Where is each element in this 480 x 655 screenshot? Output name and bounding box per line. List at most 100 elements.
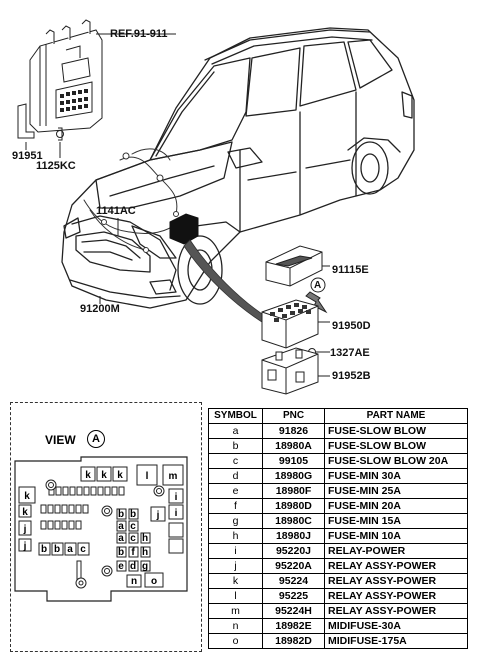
part-name-cell: FUSE-SLOW BLOW xyxy=(324,423,468,439)
part-name-cell: FUSE-SLOW BLOW xyxy=(324,438,468,454)
table-header-row: SYMBOL PNC PART NAME xyxy=(208,408,468,424)
pnc-cell: 95220J xyxy=(262,543,325,559)
pnc-cell: 18980F xyxy=(262,483,325,499)
fuse-slot-label: b xyxy=(54,544,60,555)
callout-91115e: 91115E xyxy=(332,264,369,276)
fuse-slot-label: b xyxy=(118,509,124,520)
symbol-cell: m xyxy=(208,603,263,619)
symbol-cell: o xyxy=(208,633,263,649)
pnc-cell: 18980C xyxy=(262,513,325,529)
fuse-slot-label: n xyxy=(131,576,137,587)
symbol-cell: b xyxy=(208,438,263,454)
pnc-cell: 18982D xyxy=(262,633,325,649)
fuse-slot-label: o xyxy=(151,576,157,587)
part-name-cell: RELAY-POWER xyxy=(324,543,468,559)
symbol-cell: n xyxy=(208,618,263,634)
fuse-slot-label: a xyxy=(118,533,124,544)
symbol-cell: k xyxy=(208,573,263,589)
fuse-slot-label: b xyxy=(130,509,136,520)
callout-1141ac: 1141AC xyxy=(96,205,136,217)
pnc-cell: 91826 xyxy=(262,423,325,439)
fuse-slot-label: i xyxy=(175,508,178,519)
symbol-cell: e xyxy=(208,483,263,499)
fuse-slot-label: k xyxy=(101,470,107,481)
fuse-slot-label: k xyxy=(24,491,30,502)
symbol-cell: l xyxy=(208,588,263,604)
part-name-cell: FUSE-MIN 10A xyxy=(324,528,468,544)
fuse-slot-label: j xyxy=(156,510,160,521)
fuse-slot-label: m xyxy=(169,471,178,482)
pnc-cell: 18980D xyxy=(262,498,325,514)
part-name-cell: RELAY ASSY-POWER xyxy=(324,573,468,589)
column-header-symbol: SYMBOL xyxy=(208,408,263,424)
fuse-slot-label: i xyxy=(175,492,178,503)
fuse-slot-label: k xyxy=(22,507,28,518)
part-name-cell: FUSE-MIN 30A xyxy=(324,468,468,484)
view-title: VIEW xyxy=(45,433,76,447)
fuse-slot-label: j xyxy=(23,524,27,535)
fuse-slot-label: b xyxy=(118,547,124,558)
fuse-slot-label: c xyxy=(130,533,136,544)
callout-1125kc: 1125KC xyxy=(36,160,76,172)
fuse-slot-label: j xyxy=(23,541,27,552)
part-name-cell: MIDIFUSE-30A xyxy=(324,618,468,634)
symbol-cell: h xyxy=(208,528,263,544)
part-name-cell: RELAY ASSY-POWER xyxy=(324,588,468,604)
vehicle-illustration xyxy=(17,19,415,395)
part-name-cell: FUSE-MIN 20A xyxy=(324,498,468,514)
pnc-cell: 18982E xyxy=(262,618,325,634)
part-name-cell: RELAY ASSY-POWER xyxy=(324,603,468,619)
view-a-marker: A xyxy=(314,280,322,291)
pnc-cell: 18980A xyxy=(262,438,325,454)
fuse-slot-label: h xyxy=(142,533,148,544)
fuse-slot-label: f xyxy=(131,547,135,558)
pnc-cell: 95224 xyxy=(262,573,325,589)
fuse-slot-label: d xyxy=(130,561,136,572)
symbol-cell: f xyxy=(208,498,263,514)
fuse-slot-label: c xyxy=(130,521,136,532)
pnc-cell: 95224H xyxy=(262,603,325,619)
fuse-slot-label: b xyxy=(41,544,47,555)
assembly-diagram: REF.91-911 91951 1125KC 1141AC 91200M 91… xyxy=(12,19,415,395)
part-name-cell: RELAY ASSY-POWER xyxy=(324,558,468,574)
pnc-cell: 95225 xyxy=(262,588,325,604)
fuse-slot-label: g xyxy=(142,561,148,572)
pnc-cell: 18980G xyxy=(262,468,325,484)
view-letter-circle: A xyxy=(87,430,105,448)
callout-91951: 91951 xyxy=(12,150,43,162)
fuse-slot-label: e xyxy=(118,561,124,572)
fuse-slot-label: h xyxy=(142,547,148,558)
fuse-slot-label: a xyxy=(67,544,73,555)
column-header-pnc: PNC xyxy=(262,408,325,424)
pnc-cell: 99105 xyxy=(262,453,325,469)
fuse-slot-label: c xyxy=(80,544,86,555)
symbol-cell: a xyxy=(208,423,263,439)
pnc-cell: 95220A xyxy=(262,558,325,574)
callout-1327ae: 1327AE xyxy=(330,347,370,359)
pnc-cell: 18980J xyxy=(262,528,325,544)
symbol-cell: i xyxy=(208,543,263,559)
symbol-cell: g xyxy=(208,513,263,529)
symbol-cell: d xyxy=(208,468,263,484)
part-name-cell: MIDIFUSE-175A xyxy=(324,633,468,649)
symbol-cell: c xyxy=(208,453,263,469)
fuse-slot-label: k xyxy=(85,470,91,481)
part-name-cell: FUSE-SLOW BLOW 20A xyxy=(324,453,468,469)
fuse-slot-label: l xyxy=(146,471,149,482)
